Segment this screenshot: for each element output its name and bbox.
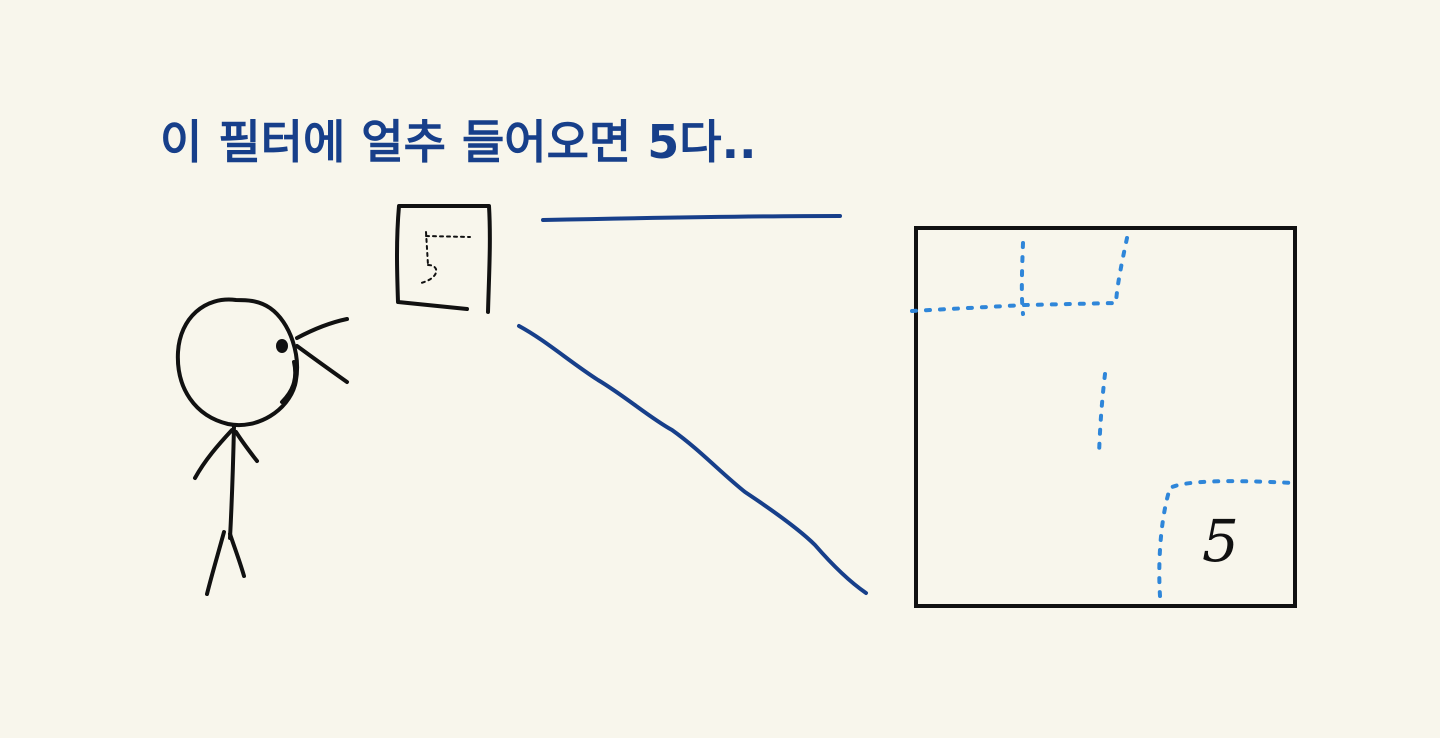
small-frame-dotted-pattern xyxy=(420,231,471,284)
eye-pupil xyxy=(276,339,288,353)
small-dotted-left xyxy=(425,231,429,266)
sight-line-lower xyxy=(295,344,349,384)
large-frame-digit: 5 xyxy=(1202,507,1239,575)
dotted-horizontal xyxy=(910,301,1118,313)
projection-line-bottom xyxy=(517,324,868,595)
small-dotted-curve xyxy=(420,264,438,284)
figure-right-arm xyxy=(234,430,259,463)
sight-line-upper xyxy=(295,317,349,340)
figure-right-leg xyxy=(228,532,246,578)
figure-body xyxy=(228,424,236,540)
figure-extra-stroke xyxy=(280,360,298,404)
dotted-right-vertical xyxy=(1114,236,1129,305)
eye-icon xyxy=(276,317,349,384)
large-filter-frame xyxy=(914,226,1297,608)
figure-left-arm xyxy=(193,428,234,480)
dotted-middle-vertical xyxy=(1097,372,1107,457)
dotted-bottom-corner xyxy=(1157,479,1295,598)
projection-line-top xyxy=(541,214,842,222)
large-frame-dotted-pattern xyxy=(910,236,1295,598)
small-filter-frame xyxy=(395,204,492,314)
small-frame-border xyxy=(395,204,492,314)
figure-left-leg xyxy=(205,530,226,596)
figure-head xyxy=(175,297,300,428)
caption-text: 이 필터에 얼추 들어오면 5다.. xyxy=(160,115,757,169)
stick-figure-icon xyxy=(175,297,300,596)
small-dotted-top xyxy=(425,235,471,238)
